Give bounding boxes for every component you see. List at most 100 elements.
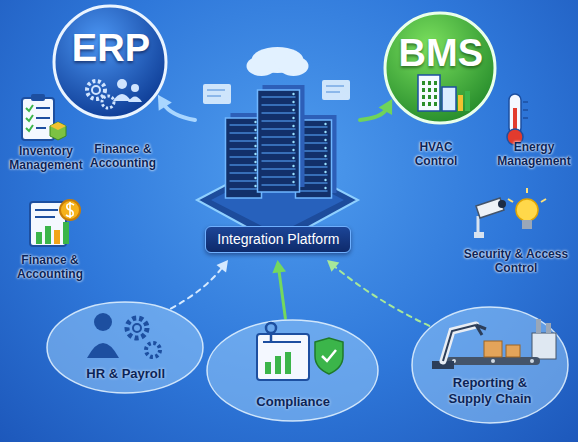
finance-icon-part <box>63 222 69 244</box>
building-icon-part <box>422 81 425 85</box>
server-platform-part <box>262 128 296 130</box>
clipboard-icon-part <box>26 105 33 111</box>
server-platform-part <box>230 156 258 158</box>
document-icon-part <box>266 323 276 333</box>
security-icon-part <box>516 199 538 221</box>
clipboard-icon-part <box>26 125 33 131</box>
arrow-head <box>216 260 228 272</box>
server-platform-part <box>230 140 258 142</box>
server-platform-part <box>262 104 296 106</box>
gear-icon-part <box>133 324 141 332</box>
server-platform-part <box>322 80 350 100</box>
document-icon <box>257 323 309 380</box>
factory-icon-part <box>536 319 541 333</box>
system-title: BMS <box>398 33 484 75</box>
thermometer-icon <box>507 94 528 145</box>
building-icon-part <box>418 75 440 111</box>
server-platform-part <box>203 84 231 104</box>
security-icon-part <box>526 188 528 193</box>
server-platform-part <box>262 160 296 162</box>
server-platform-part <box>207 90 225 91</box>
security-icon-part <box>522 220 532 229</box>
building-icon <box>418 75 470 111</box>
factory-icon-part <box>532 333 556 359</box>
shield-icon-part <box>322 350 336 361</box>
server-platform-part <box>324 147 326 149</box>
clipboard-icon-part <box>31 94 45 101</box>
server-platform-part <box>230 148 258 150</box>
server-platform-part <box>254 169 256 171</box>
gear-icon-part <box>102 96 114 108</box>
arrow-head <box>158 95 172 111</box>
flow-arrow <box>327 260 429 326</box>
integration-platform: Integration Platform <box>195 40 360 260</box>
gear-icon-part <box>127 318 147 338</box>
connector-line <box>164 104 195 120</box>
server-platform-part <box>230 132 258 134</box>
module-label: Finance & Accounting <box>4 254 96 282</box>
node-label: Reporting & Supply Chain <box>434 375 546 406</box>
clipboard-icon-part <box>22 98 54 140</box>
building-icon-part <box>422 102 425 106</box>
people-icon-part <box>113 94 131 101</box>
server-platform-part <box>292 117 294 119</box>
building-icon-part <box>428 81 431 85</box>
clipboard-icon-part <box>36 117 50 119</box>
erp-node: ERP <box>52 4 168 120</box>
server-platform-part <box>207 96 221 97</box>
connector-line <box>334 266 430 326</box>
person-icon-part <box>87 343 119 358</box>
arrow-head <box>327 260 339 272</box>
robot-arm-icon-part <box>443 325 476 361</box>
erp-circle-part <box>54 6 166 118</box>
module-label: Inventory Management <box>3 145 89 173</box>
module-label: Energy Management <box>493 141 575 169</box>
conveyor-icon-part <box>491 359 495 363</box>
node-label: HR & Payroll <box>86 366 166 382</box>
bms-circle-part <box>385 13 495 123</box>
server-platform-part <box>254 129 256 131</box>
server-platform-part <box>292 165 294 167</box>
document-icon-part <box>285 352 291 374</box>
server-platform-part <box>254 161 256 163</box>
server-platform-part <box>254 153 256 155</box>
arrow-head <box>272 260 286 273</box>
server-platform-part <box>292 157 294 159</box>
robot-arm-icon-part <box>443 325 476 361</box>
finance-icon-part <box>35 209 58 211</box>
conveyor-icon-part <box>484 341 502 357</box>
server-platform-part <box>230 172 258 174</box>
thermometer-icon-part <box>523 117 528 119</box>
server-platform-part <box>326 92 340 93</box>
building-icon-part <box>434 95 437 99</box>
security-icon-part <box>541 199 546 202</box>
thermometer-icon-part <box>523 109 528 111</box>
module-label: Finance & Accounting <box>78 143 168 171</box>
thermometer-icon-part <box>523 101 528 103</box>
server-platform-part <box>262 96 296 98</box>
server-platform-part <box>292 133 294 135</box>
server-platform-part <box>292 109 294 111</box>
conveyor-icon-part <box>530 359 534 363</box>
building-icon-part <box>422 95 425 99</box>
security-icon-part <box>474 232 484 238</box>
hr-blob-part <box>47 302 203 393</box>
clipboard-icon-part <box>50 122 66 130</box>
building-icon-part <box>434 81 437 85</box>
server-platform-part <box>292 101 294 103</box>
document-icon-part <box>265 362 271 374</box>
building-icon-part <box>428 102 431 106</box>
security-icon-part <box>508 199 513 202</box>
thermometer-icon-part <box>509 94 521 134</box>
node-label: Compliance <box>256 394 331 410</box>
server-platform-part <box>292 125 294 127</box>
arrow-head <box>379 99 393 115</box>
shield-icon-part <box>315 338 343 374</box>
flow-arrow <box>360 99 392 120</box>
security-icon <box>474 188 546 238</box>
clipboard-icon-part <box>36 107 50 109</box>
factory-icon-part <box>546 323 551 333</box>
compliance-node: Compliance <box>205 318 380 423</box>
reporting-blob <box>410 305 570 425</box>
